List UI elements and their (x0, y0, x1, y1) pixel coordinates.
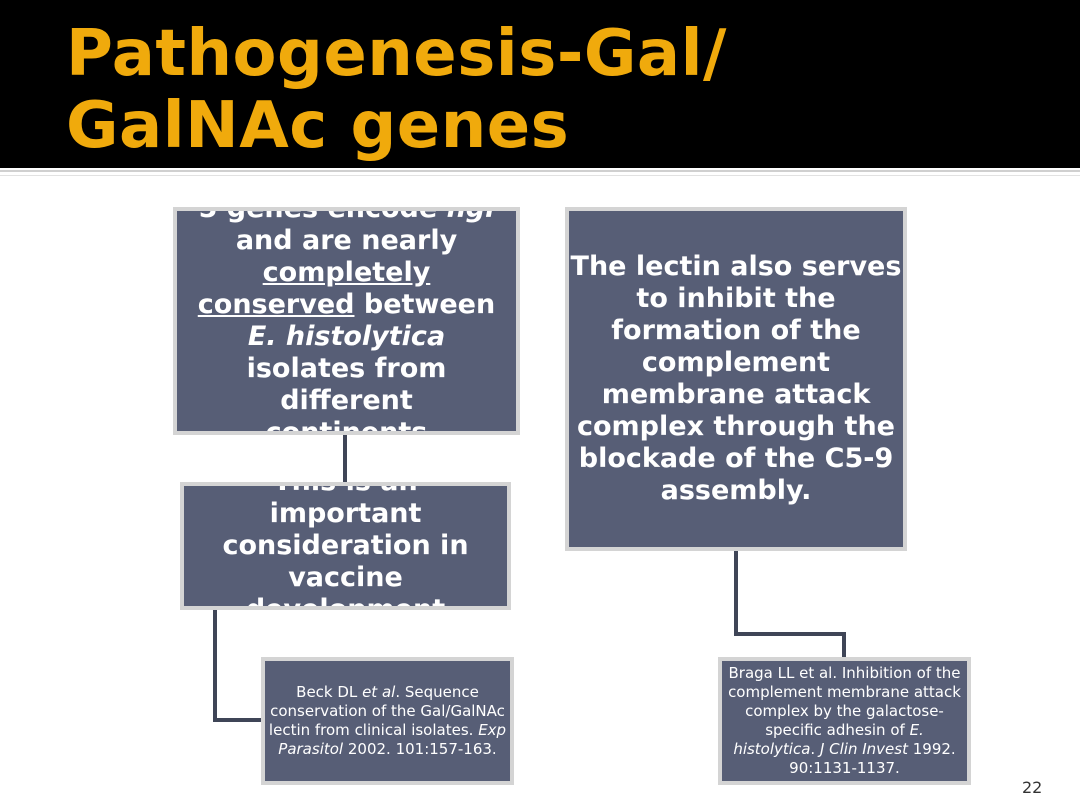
genes-text-completely: completely (262, 257, 431, 288)
genes-text-conserved: conserved (197, 289, 355, 320)
slide-title: Pathogenesis-Gal/ GalNAc genes (66, 18, 966, 162)
title-bar (0, 0, 1080, 168)
genes-text-between: between (354, 289, 496, 320)
divider-line (0, 170, 1080, 172)
vaccine-text-5: development (245, 594, 446, 610)
genes-conserved-text: 5 genes encode hgl and are nearly comple… (177, 207, 516, 435)
genes-text-7: different (280, 385, 413, 416)
connector-vaccine-to-beck-h (213, 718, 261, 722)
page-number: 22 (1022, 778, 1043, 797)
braga-journal: J Clin Invest (819, 740, 908, 758)
connector-lectin-to-braga (734, 551, 738, 636)
genes-text-2: and are nearly (235, 225, 458, 256)
beck-title: . Sequence conservation of the Gal/GalNA… (268, 683, 505, 739)
vaccine-text: This is an important consideration in va… (184, 486, 507, 610)
title-line-2: GalNAc genes (66, 89, 570, 163)
beck-year: 2002. 101:157-163. (343, 740, 497, 758)
connector-lectin-to-braga-h (734, 632, 846, 636)
vaccine-text-3: consideration in (222, 530, 469, 561)
title-line-1: Pathogenesis-Gal/ (66, 17, 727, 91)
genes-text-8: continents (265, 417, 428, 435)
vaccine-text-4: vaccine (288, 562, 403, 593)
connector-vaccine-to-beck (213, 610, 217, 722)
braga-reference-box: Braga LL et al. Inhibition of the comple… (718, 657, 971, 785)
braga-reference-text: Braga LL et al. Inhibition of the comple… (722, 664, 967, 778)
lectin-text: The lectin also serves to inhibit the fo… (570, 251, 902, 506)
braga-year: 1992. 90:1131-1137. (789, 740, 956, 777)
beck-author: Beck DL (296, 683, 363, 701)
connector-genes-to-vaccine (343, 435, 347, 482)
genes-text-species: E. histolytica (247, 321, 446, 352)
lectin-complement-box: The lectin also serves to inhibit the fo… (565, 207, 907, 551)
divider-line-thin (0, 175, 1080, 176)
vaccine-consideration-box: This is an important consideration in va… (180, 482, 511, 610)
beck-reference-box: Beck DL et al. Sequence conservation of … (261, 657, 514, 785)
genes-text-6: isolates from (246, 353, 447, 384)
braga-sep: . (810, 740, 820, 758)
genes-text-1: 5 genes encode (198, 207, 447, 224)
beck-reference-text: Beck DL et al. Sequence conservation of … (265, 683, 510, 759)
vaccine-text-1: This is an (184, 486, 507, 498)
genes-text-hgl: hgl (446, 207, 495, 224)
beck-journal: Exp Parasitol (278, 721, 507, 758)
connector-lectin-to-braga-v (842, 632, 846, 657)
braga-title: Braga LL et al. Inhibition of the comple… (728, 664, 961, 739)
genes-conserved-box: 5 genes encode hgl and are nearly comple… (173, 207, 520, 435)
braga-species: E. histolytica (733, 721, 924, 758)
beck-et-al: et al (362, 683, 396, 701)
vaccine-text-2: important (269, 498, 422, 529)
